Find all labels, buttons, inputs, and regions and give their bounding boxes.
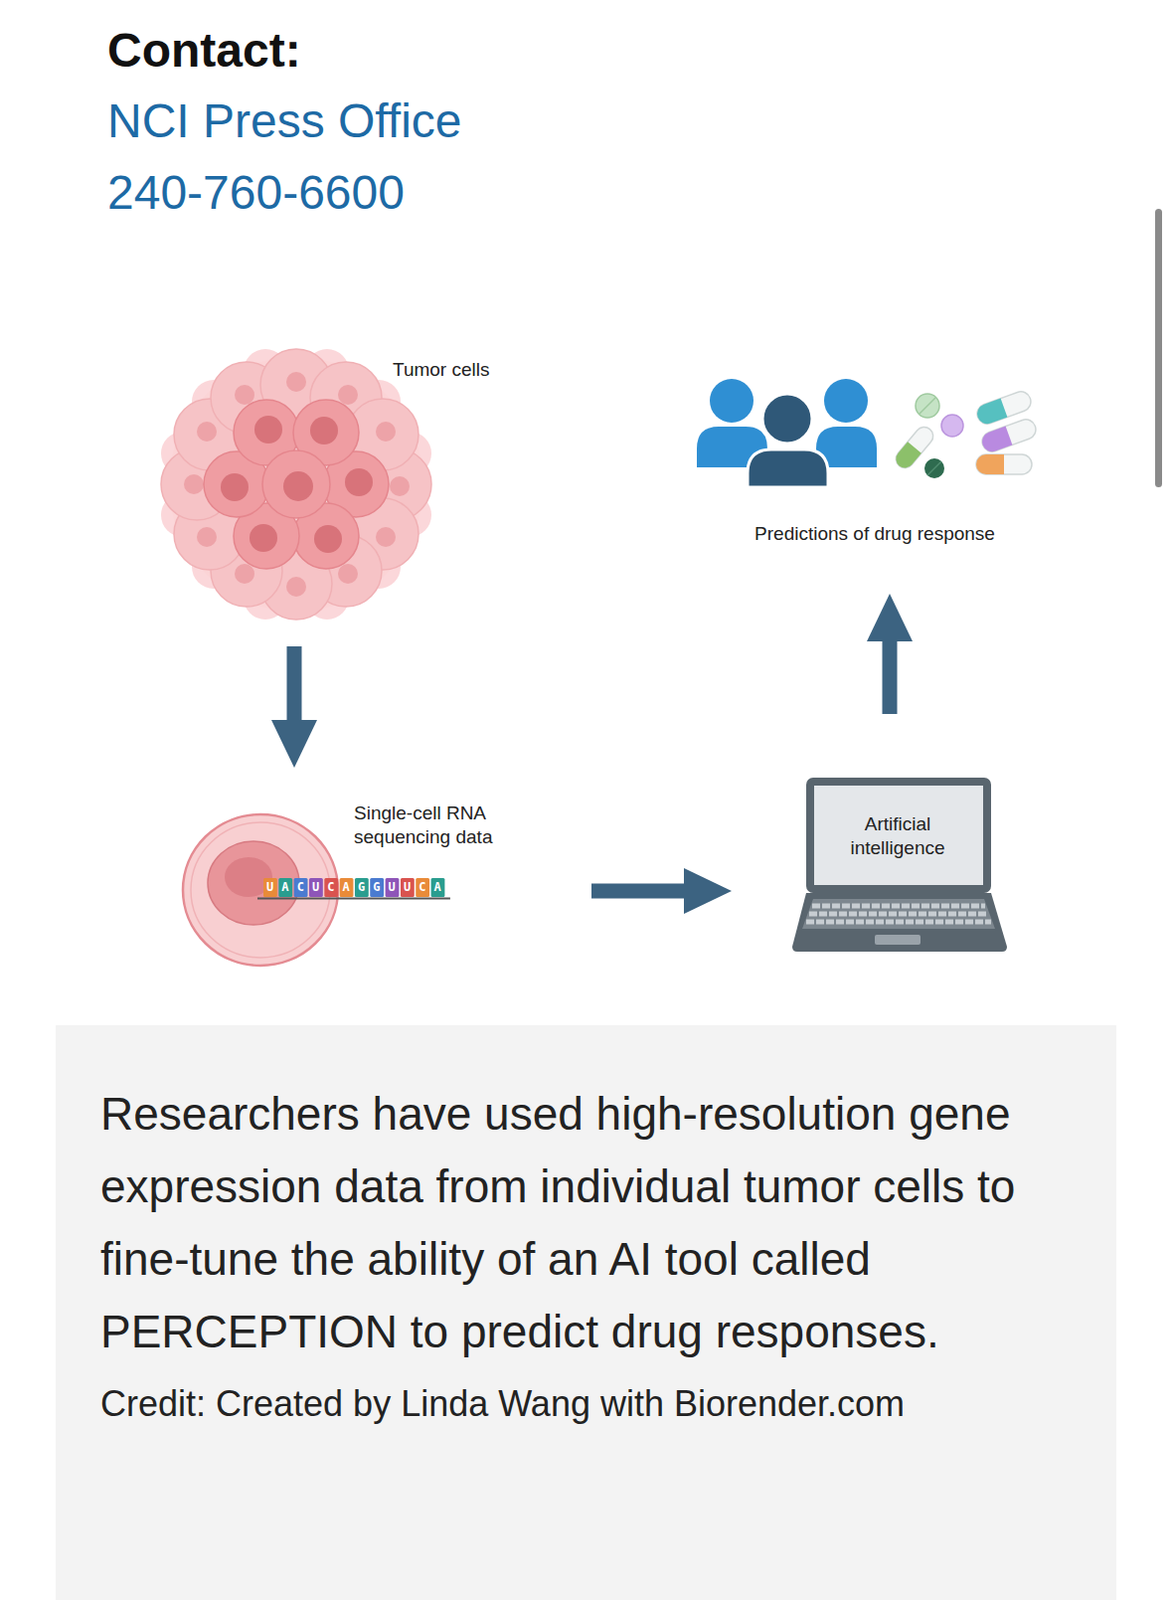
nucleus xyxy=(249,523,278,552)
capsule-half xyxy=(976,454,1005,475)
round-pill xyxy=(924,458,945,479)
key-row xyxy=(809,911,989,917)
node-label: Tumor cells xyxy=(392,357,490,382)
capsule-shell xyxy=(979,416,1038,455)
arrow-shaft xyxy=(287,646,303,722)
arrow-head xyxy=(866,593,913,642)
capsule-half xyxy=(974,398,1007,427)
pill-score xyxy=(927,461,942,476)
capsule-half xyxy=(892,441,922,472)
capsule-half xyxy=(979,426,1012,455)
nucleus xyxy=(254,415,283,444)
nucleus xyxy=(283,471,314,502)
inner-nuclei xyxy=(220,415,373,553)
nucleus xyxy=(344,468,373,497)
prediction-node: Predictions of drug response xyxy=(685,367,1068,594)
person-head xyxy=(824,378,868,423)
round-pill xyxy=(941,414,964,437)
person-head xyxy=(709,378,754,423)
person-head xyxy=(762,393,813,444)
inner-cells xyxy=(203,399,389,569)
person-body xyxy=(747,449,829,488)
flow-arrow xyxy=(591,867,732,914)
round-pill xyxy=(915,393,940,418)
arrow-head xyxy=(683,867,732,914)
contact-block: Contact:NCI Press Office240-760-6600 xyxy=(107,15,463,229)
nucleus xyxy=(220,473,249,502)
node-label: Single-cell RNA sequencing data xyxy=(353,801,528,849)
nucleus xyxy=(196,526,217,547)
nucleus xyxy=(286,576,307,597)
scrollbar xyxy=(1155,208,1163,488)
trackpad xyxy=(874,934,921,945)
nucleus xyxy=(234,563,255,584)
outer-cells xyxy=(161,348,432,620)
key-row xyxy=(806,919,992,925)
laptop-lid xyxy=(806,777,992,893)
keyboard xyxy=(802,898,996,929)
phone-number: 240-760-6600 xyxy=(107,157,463,229)
people-icon xyxy=(696,378,877,488)
nucleus xyxy=(375,421,396,442)
nucleus xyxy=(375,526,396,547)
rna-sequence: UACUCAGGUUCA xyxy=(263,877,450,897)
nucleus xyxy=(314,524,342,553)
outer-nuclei xyxy=(183,371,410,597)
pale-cells xyxy=(161,348,432,620)
flow-arrow xyxy=(866,593,913,714)
image-credit: Credit: Created by Linda Wang with Biore… xyxy=(100,1367,1067,1439)
nucleus xyxy=(183,474,204,495)
figure-caption: Researchers have used high-resolution ge… xyxy=(100,1077,1067,1368)
nucleus xyxy=(234,384,255,405)
laptop-base xyxy=(792,892,1007,952)
contact-heading: Contact: xyxy=(107,15,463,86)
key-row xyxy=(812,903,986,909)
capsule xyxy=(976,454,1032,475)
nucleus xyxy=(286,371,307,392)
caption-panel: Researchers have used high-resolution ge… xyxy=(55,1024,1117,1600)
laptop xyxy=(792,777,1007,952)
node-label: Predictions of drug response xyxy=(685,521,1064,546)
nucleus xyxy=(310,416,338,445)
screen-label: Artificial intelligence xyxy=(823,812,973,860)
capsule-shell xyxy=(976,454,1032,475)
flow-arrow xyxy=(271,646,318,768)
nucleus xyxy=(337,384,358,405)
nucleus xyxy=(337,563,358,584)
inner-cell xyxy=(262,450,331,518)
pills-icon xyxy=(892,388,1039,479)
nucleus xyxy=(389,476,410,497)
ai-node: Artificial intelligence xyxy=(731,713,1007,955)
pill-score xyxy=(919,397,936,414)
rna-strand xyxy=(257,877,451,899)
arrow-shaft xyxy=(591,883,686,899)
sequencing-node: Single-cell RNA sequencing dataUACUCAGGU… xyxy=(173,767,592,967)
arrow-head xyxy=(271,719,318,768)
contact-name: NCI Press Office xyxy=(107,85,463,158)
tumor-node: Tumor cells xyxy=(159,352,503,647)
arrow-shaft xyxy=(882,639,898,714)
rna-backbone xyxy=(257,897,451,900)
capsule xyxy=(979,416,1038,455)
tumor-cluster xyxy=(161,348,432,620)
nucleus xyxy=(196,421,217,442)
laptop-screen xyxy=(814,785,984,885)
